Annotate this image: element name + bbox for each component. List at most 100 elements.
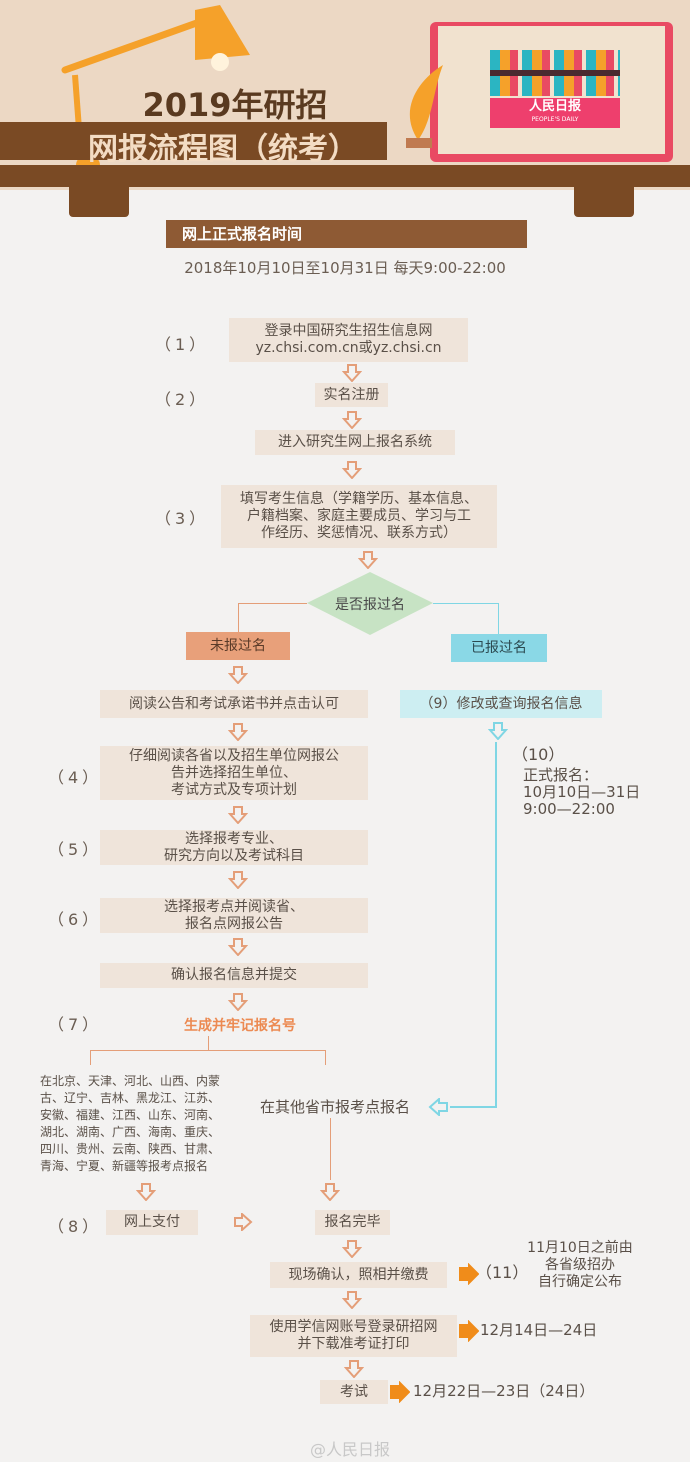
step-text: 选择报考专业、 — [185, 830, 283, 847]
connector — [325, 1050, 326, 1065]
step-read-notice: 阅读公告和考试承诺书并点击认可 — [100, 690, 368, 718]
step-submit: 确认报名信息并提交 — [100, 963, 368, 988]
step-text: 报名点网报公告 — [185, 915, 283, 932]
connector — [238, 603, 307, 604]
other-provinces: 在其他省市报考点报名 — [260, 1098, 411, 1116]
step-text: 登录中国研究生招生信息网 — [264, 323, 433, 339]
step-number-11: （11） — [476, 1263, 529, 1282]
shelf — [0, 165, 690, 187]
step-text: 作经历、奖惩情况、联系方式） — [261, 525, 457, 541]
arrow-down-icon — [344, 1360, 364, 1378]
arrow-left-icon — [428, 1098, 448, 1116]
connector — [238, 603, 239, 632]
shelf-leg-right — [574, 187, 634, 217]
connector — [450, 1106, 497, 1108]
title-band — [0, 122, 387, 160]
step-choose-site: 选择报考点并阅读省、报名点网报公告 — [100, 898, 368, 933]
arrow-down-icon — [342, 1240, 362, 1258]
connector — [498, 603, 499, 634]
deadline-dates: 10月10日—31日 — [523, 783, 641, 801]
note-line: 各省级招办 — [545, 1257, 615, 1273]
step-print-ticket: 使用学信网账号登录研招网并下载准考证打印 — [250, 1315, 457, 1357]
step-text: 并下载准考证打印 — [297, 1336, 410, 1352]
arrow-down-icon — [228, 938, 248, 956]
title-line2: 网报流程图（统考） — [88, 132, 358, 167]
step-choose-unit: 仔细阅读各省以及招生单位网报公告并选择招生单位、考试方式及专项计划 — [100, 746, 368, 800]
decision-label: 是否报过名 — [335, 597, 405, 613]
period-text: 2018年10月10日至10月31日 每天9:00-22:00 — [184, 259, 506, 277]
branch-label: 已报过名 — [471, 639, 527, 656]
arrow-right-icon — [234, 1213, 253, 1231]
step-registration-complete: 报名完毕 — [315, 1210, 390, 1235]
step-text: 填写考生信息（学籍学历、基本信息、 — [240, 491, 478, 507]
step-registration-number: 生成并牢记报名号 — [184, 1018, 296, 1034]
connector — [208, 1036, 209, 1050]
watermark: @人民日报 — [309, 1440, 390, 1459]
step-number-10: （10） — [512, 745, 565, 764]
onsite-note: 11月10日之前由各省级招办自行确定公布 — [515, 1240, 645, 1291]
step-onsite-confirm: 现场确认，照相并缴费 — [270, 1262, 447, 1288]
step-text: 实名注册 — [323, 386, 380, 403]
people-daily-logo: 人民日报 PEOPLE'S DAILY — [490, 98, 620, 128]
exam-date: 12月22日—23日（24日） — [413, 1382, 595, 1400]
step-text: 告并选择招生单位、 — [171, 764, 297, 781]
arrow-down-icon — [228, 993, 248, 1011]
book: 人民日报 PEOPLE'S DAILY — [430, 22, 673, 162]
connector — [433, 603, 499, 604]
arrow-down-icon — [488, 722, 508, 740]
step-exam: 考试 — [320, 1380, 388, 1404]
arrow-down-icon — [342, 1291, 362, 1309]
arrow-right-icon — [390, 1381, 410, 1403]
branch-label: 未报过名 — [210, 637, 266, 654]
step-text: 考试 — [340, 1383, 368, 1400]
arrow-right-icon — [459, 1263, 479, 1285]
step-text: 网上支付 — [124, 1214, 180, 1230]
connector — [90, 1050, 91, 1065]
step-number-3: （3） — [155, 509, 210, 528]
step-choose-major: 选择报考专业、研究方向以及考试科目 — [100, 830, 368, 865]
step-enter-system: 进入研究生网上报名系统 — [255, 430, 455, 455]
step-text: 选择报考点并阅读省、 — [164, 898, 304, 915]
step-text: 进入研究生网上报名系统 — [278, 434, 432, 450]
decision-diamond — [307, 572, 433, 635]
arrow-down-icon — [358, 551, 378, 569]
quill-icon — [406, 65, 443, 148]
step-number-7: （7） — [48, 1015, 103, 1034]
arrow-down-icon — [136, 1183, 156, 1201]
ticket-date: 12月14日—24日 — [480, 1321, 598, 1339]
step-modify-query: （9）修改或查询报名信息 — [400, 690, 602, 718]
step-number-2: （2） — [155, 390, 210, 409]
step-register: 实名注册 — [315, 383, 388, 407]
arrow-down-icon — [342, 411, 362, 429]
step-number-6: （6） — [48, 910, 103, 929]
step-text: 阅读公告和考试承诺书并点击认可 — [129, 695, 339, 712]
step-text: 确认报名信息并提交 — [171, 967, 297, 983]
period-heading: 网上正式报名时间 — [166, 220, 527, 248]
arrow-down-icon — [342, 364, 362, 382]
connector — [495, 742, 497, 1107]
step-number-8: （8） — [48, 1217, 103, 1236]
step-number-1: （1） — [155, 335, 210, 354]
step-number-5: （5） — [48, 840, 103, 859]
title-line1: 2019年研招 — [142, 86, 328, 124]
arrow-down-icon — [320, 1183, 340, 1201]
provinces-list: 在北京、天津、河北、山西、内蒙古、辽宁、吉林、黑龙江、江苏、安徽、福建、江西、山… — [40, 1074, 221, 1173]
arrow-down-icon — [228, 723, 248, 741]
branch-registered: 已报过名 — [451, 634, 547, 662]
arrow-down-icon — [228, 666, 248, 684]
connector — [330, 1118, 331, 1180]
step-text: 研究方向以及考试科目 — [164, 847, 304, 864]
step-text: 考试方式及专项计划 — [171, 781, 297, 798]
note-line: 11月10日之前由 — [527, 1240, 633, 1256]
step-text: 户籍档案、家庭主要成员、学习与工 — [247, 508, 471, 524]
step-text: yz.chsi.com.cn或yz.chsi.cn — [255, 340, 442, 356]
connector — [90, 1050, 326, 1051]
arrow-right-icon — [459, 1320, 479, 1342]
arrow-down-icon — [228, 806, 248, 824]
shelf-leg-left — [69, 187, 129, 217]
step-number-4: （4） — [48, 768, 103, 787]
step-text: 使用学信网账号登录研招网 — [269, 1319, 438, 1335]
step-online-payment: 网上支付 — [106, 1210, 198, 1235]
